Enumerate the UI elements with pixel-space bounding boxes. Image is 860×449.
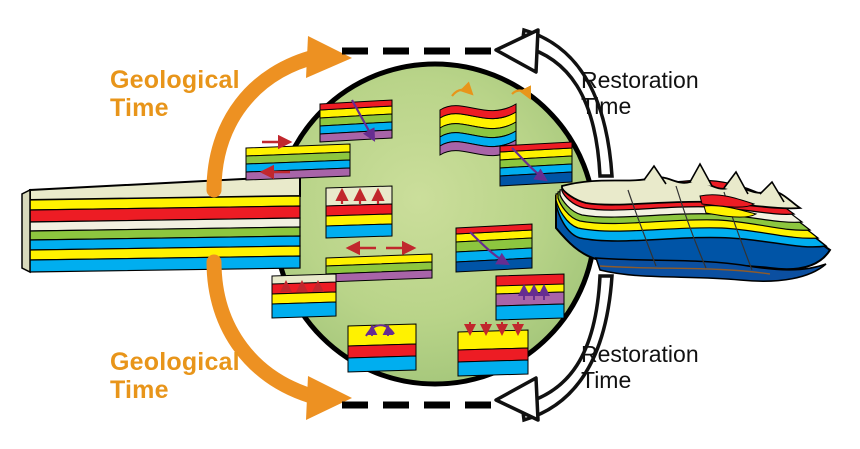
restoration-time-arrow-top bbox=[494, 27, 614, 178]
panel-uplift bbox=[325, 185, 393, 239]
panel-listric-fault bbox=[455, 223, 533, 273]
panel-folded-layers bbox=[439, 81, 531, 157]
panel-normal-fault bbox=[319, 99, 393, 143]
panel-shortening bbox=[325, 240, 433, 283]
panel-extension-upper bbox=[245, 134, 351, 181]
panel-thrust-upper bbox=[499, 141, 573, 187]
panel-inversion bbox=[347, 323, 417, 373]
restoration-time-arrow-bottom bbox=[494, 274, 614, 423]
panel-subsidence bbox=[457, 322, 529, 377]
geological-time-arrow-bottom bbox=[206, 254, 352, 420]
geological-time-arrow-top bbox=[206, 36, 352, 198]
panel-compaction bbox=[271, 273, 337, 319]
left-stratigraphy-block bbox=[21, 174, 301, 274]
right-deformed-section bbox=[555, 162, 832, 282]
panel-thrust-lower bbox=[495, 273, 565, 321]
